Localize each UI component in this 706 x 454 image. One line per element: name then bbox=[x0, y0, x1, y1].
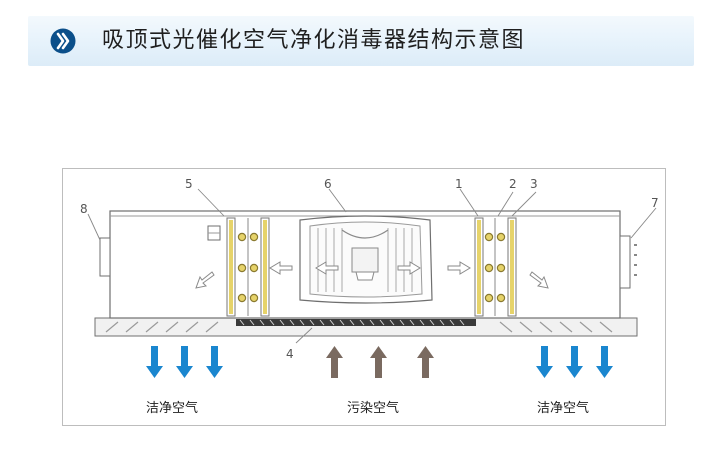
part-label-5: 5 bbox=[185, 177, 193, 191]
polluted-air-arrows bbox=[326, 346, 434, 378]
chevron-right-circle-icon bbox=[50, 28, 76, 54]
part-label-7: 7 bbox=[651, 196, 659, 210]
title-banner: 吸顶式光催化空气净化消毒器结构示意图 bbox=[28, 16, 694, 66]
diagram-panel bbox=[62, 168, 666, 426]
part-label-2: 2 bbox=[509, 177, 517, 191]
clean-air-label-right: 洁净空气 bbox=[537, 400, 589, 416]
clean-air-arrows-left bbox=[146, 346, 223, 378]
part-label-8: 8 bbox=[80, 202, 88, 216]
centrifugal-fan bbox=[299, 215, 433, 304]
clean-air-label-left: 洁净空气 bbox=[146, 400, 198, 416]
right-purification-module bbox=[474, 217, 517, 317]
part-label-3: 3 bbox=[530, 177, 538, 191]
uv-lamps-right bbox=[484, 232, 506, 303]
part-label-4: 4 bbox=[286, 347, 294, 361]
uv-lamps-left bbox=[237, 232, 259, 303]
left-end-cap bbox=[99, 237, 111, 277]
right-vent-slots bbox=[634, 244, 637, 276]
right-end-cap bbox=[619, 235, 631, 289]
leader-lines bbox=[87, 188, 657, 344]
left-purification-module bbox=[226, 217, 270, 317]
page-title: 吸顶式光催化空气净化消毒器结构示意图 bbox=[102, 28, 526, 53]
clean-air-arrows-right bbox=[536, 346, 613, 378]
part-label-6: 6 bbox=[324, 177, 332, 191]
internal-airflow-arrows bbox=[195, 261, 549, 289]
bottom-grille bbox=[94, 317, 638, 337]
polluted-air-label: 污染空气 bbox=[347, 400, 399, 416]
part-numbers: 1 2 3 4 5 6 7 8 bbox=[80, 177, 659, 361]
fan-motor bbox=[351, 247, 379, 273]
part-label-1: 1 bbox=[455, 177, 463, 191]
